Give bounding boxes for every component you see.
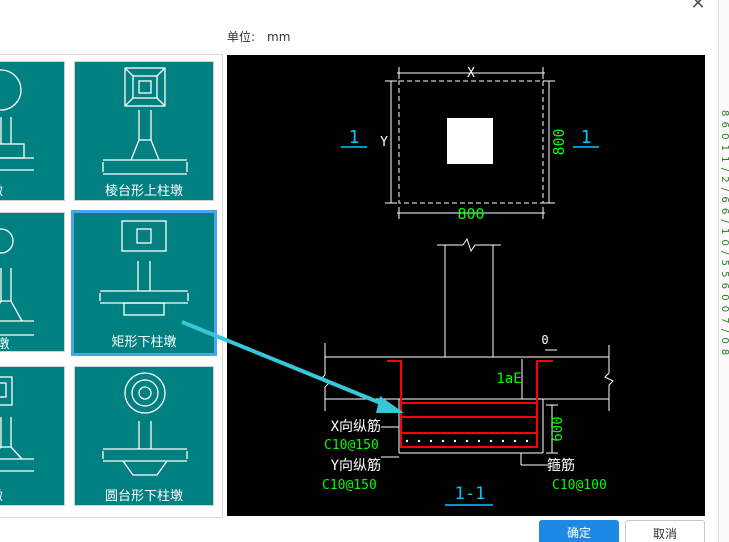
tile-label: 圆台形下柱墩 (104, 489, 183, 504)
tile-label: 柱墩 (0, 180, 64, 199)
tile-frustum-upper-pier[interactable]: 棱台形上柱墩 (74, 61, 214, 201)
y-rebar-label: Y向纵筋 (331, 457, 381, 474)
dim-zero: 0 (541, 333, 548, 347)
round-upper-pier-icon (0, 69, 34, 171)
rebar-dots (405, 439, 529, 443)
tile-label: 柱墩 (0, 485, 64, 504)
tile-square-lower-pier[interactable]: 柱墩 (0, 366, 65, 506)
dim-width: 800 (457, 205, 484, 223)
tile-round-upper-pier-2[interactable]: 上柱墩 (0, 212, 65, 352)
tile-label: 矩形下柱墩 (111, 335, 177, 350)
dim-depth: 600 (550, 416, 566, 441)
dim-lae: 1aE (496, 371, 521, 387)
stirrup-value: C10@100 (552, 478, 607, 493)
edge-text: 8 6 0 1 1 / 2 / 6 6 / 1 0 / 5 5 6 0 0 7 … (719, 110, 729, 357)
close-icon[interactable]: ✕ (690, 0, 706, 14)
tile-rect-lower-pier[interactable]: 矩形下柱墩 (71, 210, 217, 356)
dim-x: X (467, 66, 475, 81)
tile-round-upper-pier[interactable]: 柱墩 (0, 61, 65, 201)
x-rebar-label: X向纵筋 (331, 418, 381, 435)
pier-type-gallery[interactable]: 柱墩 棱台形上柱墩 (0, 54, 223, 518)
pier-detail-drawing: X Y 800 800 1 1 (320, 66, 614, 506)
section-mark-left: 1 (349, 127, 360, 148)
unit-value: mm (267, 30, 291, 44)
section-title: 1-1 (455, 484, 486, 504)
unit-row: 单位: mm (227, 28, 290, 45)
round-upper-pier-2-icon (0, 228, 34, 336)
cancel-button[interactable]: 取消 (625, 520, 705, 542)
tile-round-frustum-lower-pier[interactable]: 圆台形下柱墩 (74, 366, 214, 506)
column-section (447, 118, 493, 164)
frustum-upper-pier-icon (102, 67, 188, 175)
x-rebar-value: C10@150 (324, 438, 379, 453)
section-mark-right: 1 (581, 127, 592, 148)
dim-y: Y (380, 135, 388, 150)
tile-label: 上柱墩 (0, 333, 64, 352)
dim-height: 800 (550, 128, 568, 155)
square-lower-pier-icon (0, 376, 34, 472)
background-window-edge: 8 6 0 1 1 / 2 / 6 6 / 1 0 / 5 5 6 0 0 7 … (718, 0, 729, 542)
confirm-button[interactable]: 确定 (539, 520, 619, 542)
rect-lower-pier-icon (99, 220, 189, 316)
unit-label: 单位: (227, 30, 256, 44)
tile-label: 棱台形上柱墩 (104, 184, 183, 199)
stirrup-label: 箍筋 (547, 457, 575, 474)
plan-view (385, 67, 555, 219)
round-frustum-lower-pier-icon (102, 372, 188, 476)
rebar-cage (387, 360, 553, 448)
y-rebar-value: C10@150 (322, 478, 377, 493)
preview-canvas: X Y 800 800 1 1 (227, 55, 705, 516)
